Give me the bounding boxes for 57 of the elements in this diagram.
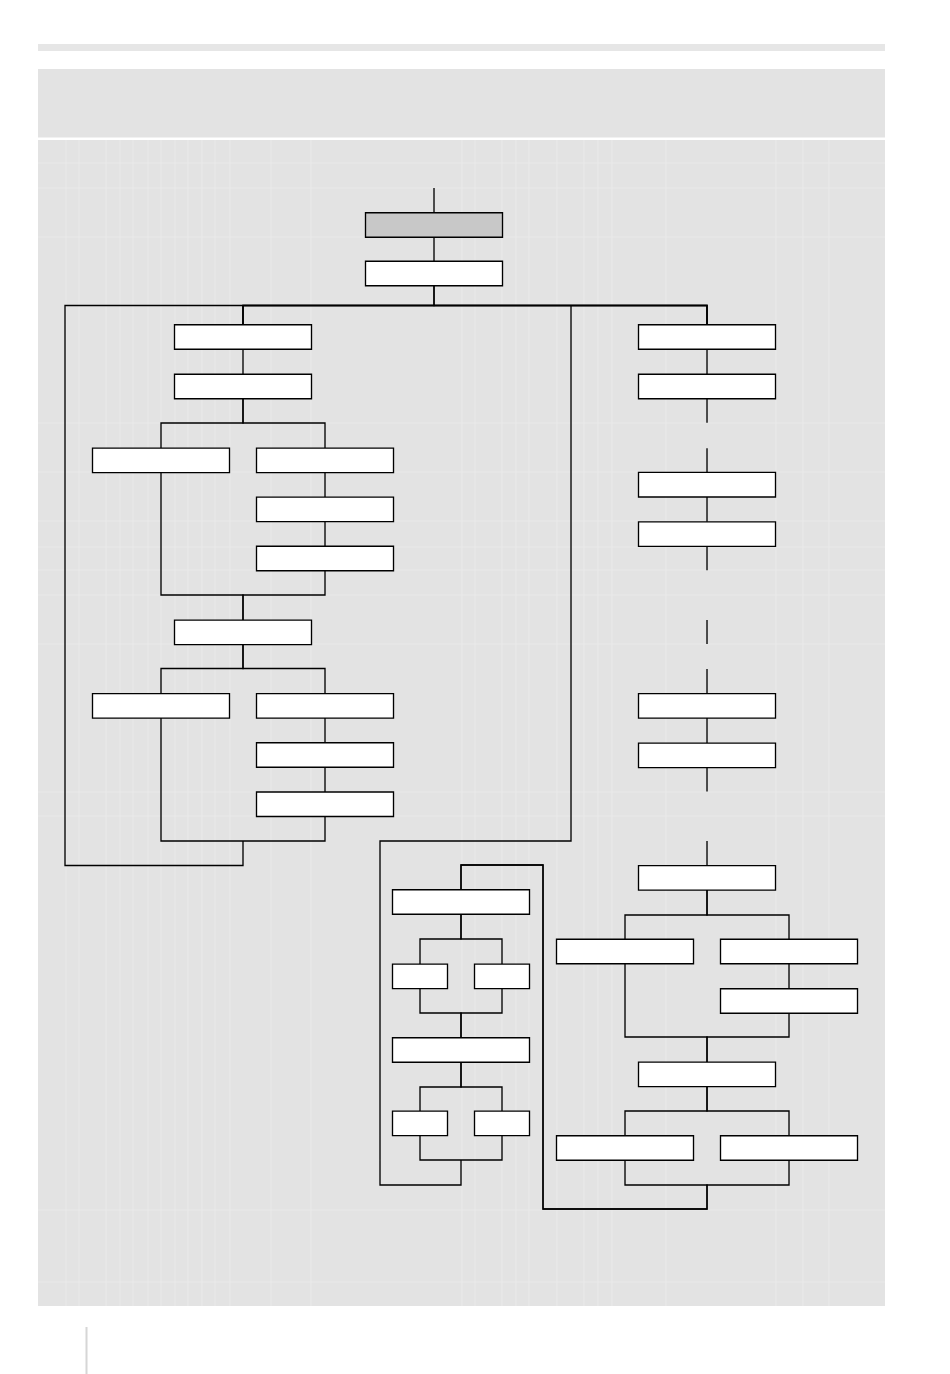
connector-line [706, 348, 708, 375]
connector-line [242, 570, 326, 621]
process-box [555, 1135, 695, 1161]
connector-line [324, 766, 326, 793]
connector-line [324, 471, 326, 498]
process-box [255, 447, 395, 474]
process-box [255, 496, 395, 523]
process-box [255, 742, 395, 768]
process-box [173, 619, 313, 646]
connector-line [460, 987, 503, 1039]
connector-line [706, 398, 708, 474]
process-box [255, 692, 395, 719]
process-box [91, 692, 231, 719]
connector-line [706, 889, 790, 940]
process-box [173, 373, 313, 400]
process-box [391, 963, 449, 990]
process-box [91, 447, 231, 474]
process-box [637, 471, 777, 498]
connector-line [460, 864, 790, 1210]
connector-line [324, 520, 326, 547]
connector-line [706, 1085, 790, 1137]
connector-line [242, 643, 326, 695]
process-box [391, 1110, 449, 1137]
connector-line [706, 766, 708, 867]
process-box [391, 1037, 531, 1063]
process-box [173, 324, 313, 350]
connector-line [324, 717, 326, 744]
connector-line [242, 348, 244, 375]
connector-line [788, 963, 790, 990]
connector-line [433, 187, 435, 214]
process-box [473, 963, 531, 990]
connector-line [242, 304, 708, 1186]
process-box [364, 260, 504, 287]
connector-line [460, 913, 503, 965]
process-box [719, 1135, 859, 1161]
connector-line [706, 717, 708, 744]
process-box [719, 938, 859, 965]
connector-line [460, 1061, 503, 1112]
process-box [637, 1061, 777, 1088]
connector-line [706, 1012, 790, 1063]
highlighted-box [364, 212, 504, 238]
process-box [719, 988, 859, 1014]
process-box [473, 1110, 531, 1137]
connector-line [242, 398, 326, 449]
process-box [255, 545, 395, 572]
process-box [637, 692, 777, 719]
process-box [255, 791, 395, 818]
connector-line [433, 236, 435, 262]
process-box [637, 373, 777, 400]
process-box [637, 521, 777, 548]
connector-line [706, 545, 708, 695]
process-box [391, 889, 531, 915]
process-box [637, 324, 777, 350]
process-box [637, 742, 777, 769]
process-box [637, 864, 777, 891]
connector-line [706, 496, 708, 523]
process-box [555, 938, 695, 965]
